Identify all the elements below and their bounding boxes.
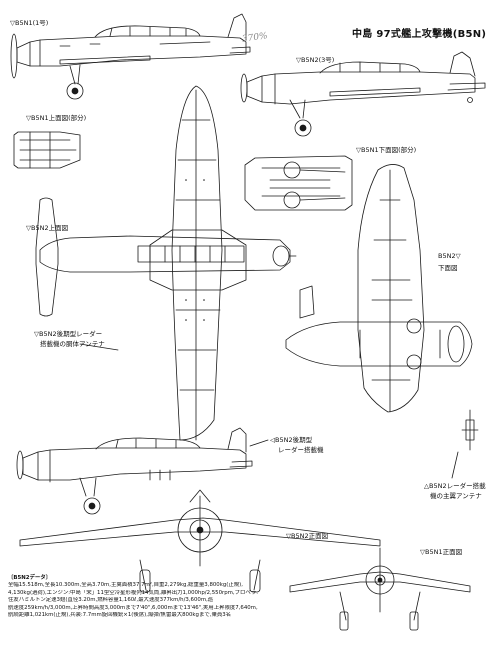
b5n2-top-view [35,85,297,441]
label-b5n2-side: ▽B5N2(3号) [296,56,335,64]
b5n2-radar-side-view [16,427,253,515]
spec-line: 航速度259km/h/3,000m,上昇時間高度3,000mまで7'40",6,… [8,604,258,611]
b5n2-radar-side-wheel [83,497,101,515]
label-b5n1-bottom-partial: ▽B5N1下面図(部分) [356,146,417,154]
b5n2-side-view [240,51,486,137]
label-b5n1-front: ▽B5N1正面図 [420,548,463,556]
spec-line: 4,130kg(過荷),エンジン:中島「栄」11型空冷星形複列14気筒,離昇出力… [8,589,259,596]
b5n1-side-wheel [66,82,84,100]
leader-line [79,343,119,351]
label-b5n2-top: ▽B5N2上面図 [26,224,69,232]
label-wing-antenna-2: 機の主翼アンテナ [430,492,482,500]
label-b5n2-bottom-mark: B5N2▽ [438,252,461,260]
label-radar-side-1: ◁B5N2後期型 [270,436,313,444]
label-radar-side-2: レーダー搭載機 [278,446,324,454]
label-b5n2-bottom: 下面図 [438,264,458,272]
label-b5n2-front: ▽B5N2正面図 [286,532,329,540]
b5n1-top-partial-view [13,131,81,169]
b5n1-bottom-partial-view [244,155,353,211]
label-b5n1-top-partial: ▽B5N1上面図(部分) [26,114,87,122]
b5n1-side-view [10,13,251,100]
leader-line [249,439,269,447]
label-radar-late-1: ▽B5N2後期型レーダー [34,330,103,338]
b5n2-side-wheel [294,119,312,137]
drawing-title: 中島 97式艦上攻撃機(B5N) [352,29,487,40]
spec-line: 全幅15.518m,全長10.300m,全高3.70m,主翼面積37.7m²,自… [8,582,243,589]
leader-line [451,451,459,479]
spec-line: 航続距離1,021km(正規),兵装:7.7mm旋回機銃×1(後席),爆弾/魚雷… [8,612,232,619]
b5n2-front-view [19,489,381,593]
label-wing-antenna-1: △B5N2レーダー搭載 [424,482,486,490]
spec-line: 住友ハミルトン定速3翅(直径3.20m,燃料容量1,160ℓ,最大速度377km… [8,597,214,604]
b5n2-spec-block: 〔B5N2データ〕 全幅15.518m,全長10.300m,全高3.70m,主翼… [8,575,308,619]
label-radar-late-2: 搭載機の胴体アンテナ [40,340,105,348]
b5n2-bottom-view [285,164,479,451]
b5n2-top-rivet-marks [185,179,205,321]
spec-heading: 〔B5N2データ〕 [8,575,52,581]
b5n1-front-view [289,547,471,631]
label-b5n1-side: ▽B5N1(1号) [10,19,49,27]
